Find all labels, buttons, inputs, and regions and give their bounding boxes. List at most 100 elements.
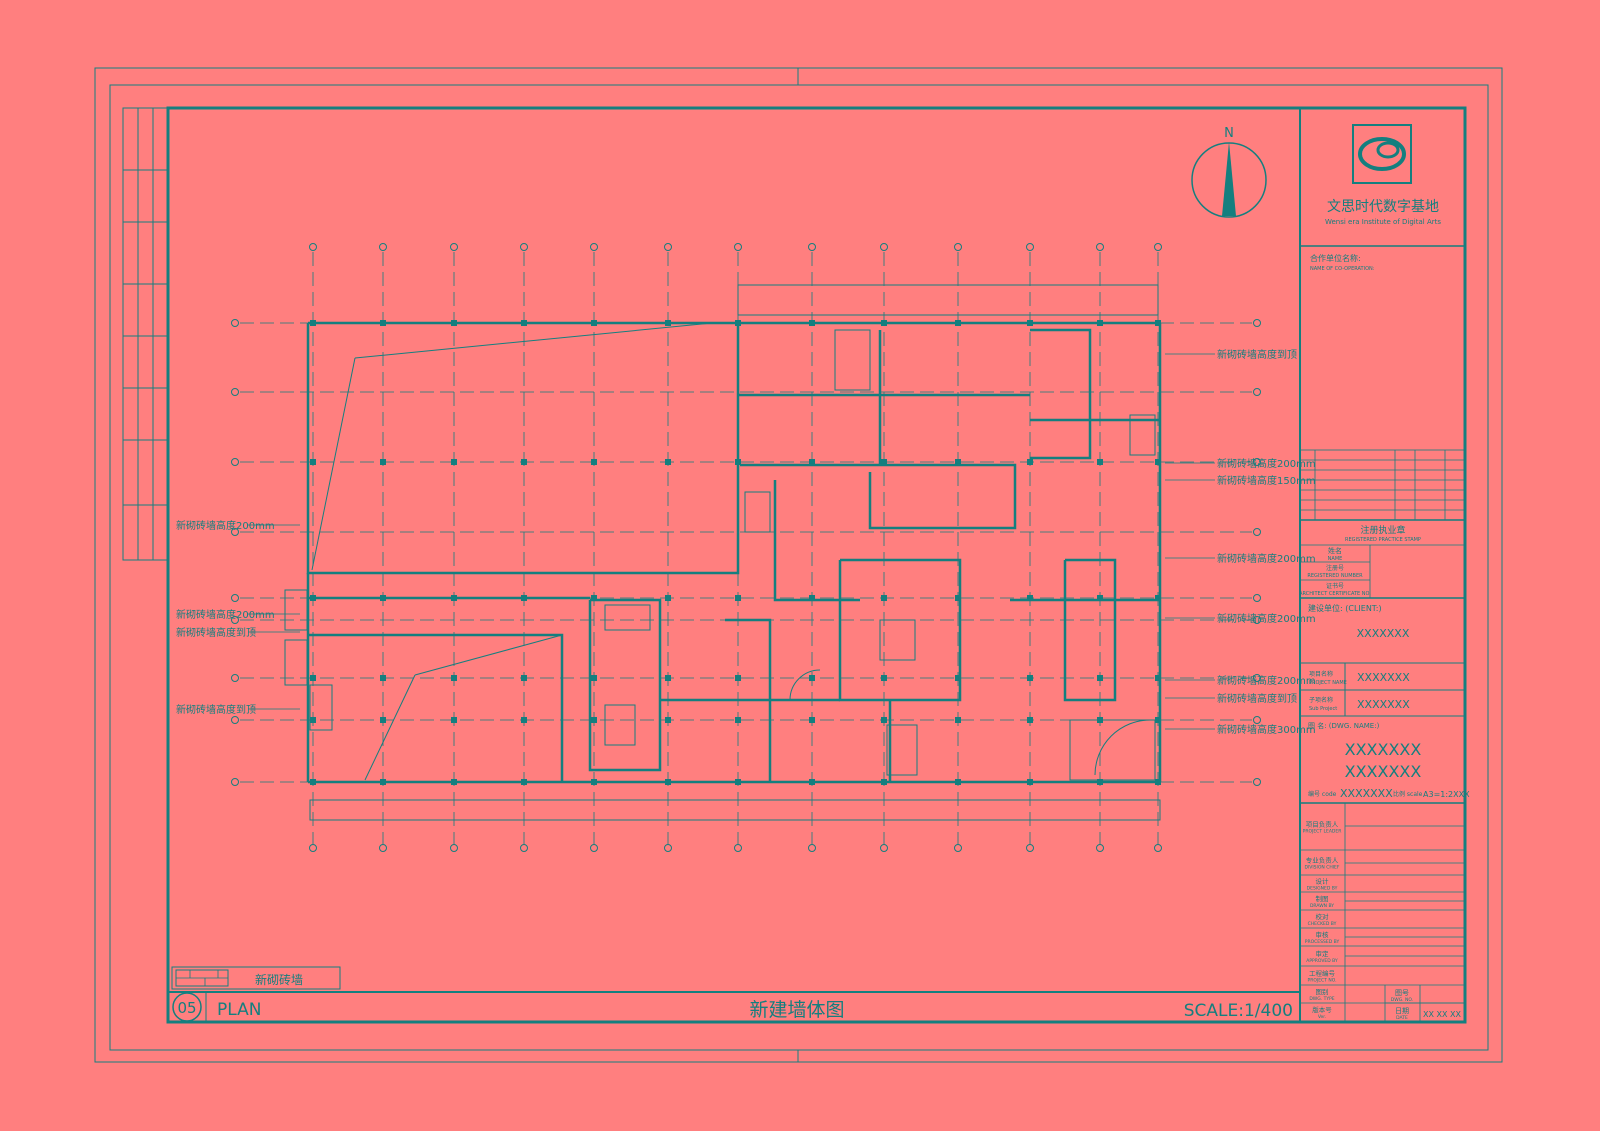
sub-project-value: XXXXXXX bbox=[1357, 698, 1410, 711]
grid-bubble bbox=[1154, 243, 1162, 251]
grid-bubble bbox=[1253, 616, 1261, 624]
role-label-en: DWG. TYPE bbox=[1309, 996, 1334, 1002]
client-label: 建设单位: (CLIENT:) bbox=[1308, 603, 1382, 613]
structural-column bbox=[1027, 459, 1033, 465]
structural-column bbox=[591, 675, 597, 681]
drawing-scale: SCALE:1/400 bbox=[1184, 1001, 1293, 1021]
role-label: 项目负责人 bbox=[1306, 820, 1339, 829]
legend: 新砌砖墙 bbox=[171, 966, 341, 990]
sheet-border bbox=[94, 67, 1503, 1063]
structural-column bbox=[451, 459, 457, 465]
north-arrow: N bbox=[1191, 126, 1267, 218]
structural-column bbox=[955, 459, 961, 465]
structural-column bbox=[591, 717, 597, 723]
role-label: 设计 bbox=[1316, 877, 1330, 886]
dwg-name-label: 图 名: (DWG. NAME:) bbox=[1308, 721, 1380, 730]
cert-label: 证书号 bbox=[1326, 582, 1344, 590]
structural-column bbox=[955, 717, 961, 723]
left-margin-table bbox=[122, 107, 169, 561]
grid-bubble bbox=[1026, 844, 1034, 852]
structural-column bbox=[1155, 717, 1161, 723]
project-label-en: PROJECT NAME bbox=[1309, 680, 1347, 686]
grid-bubble bbox=[231, 319, 239, 327]
wall-height-annotation: 新砌砖墙高度到顶 bbox=[1217, 692, 1297, 705]
structural-column bbox=[1155, 675, 1161, 681]
org-logo bbox=[1352, 124, 1412, 184]
role-label: 审定 bbox=[1316, 949, 1330, 958]
grid-bubble bbox=[1253, 319, 1261, 327]
role-label: 版本号 bbox=[1312, 1005, 1332, 1014]
wall-height-annotation: 新砌砖墙高度到顶 bbox=[1217, 348, 1297, 361]
grid-bubble bbox=[1096, 844, 1104, 852]
structural-column bbox=[1155, 595, 1161, 601]
scale-label: 比例 scale bbox=[1393, 790, 1423, 798]
structural-column bbox=[665, 675, 671, 681]
structural-column bbox=[665, 717, 671, 723]
grid-bubble bbox=[590, 243, 598, 251]
grid-bubble bbox=[1026, 243, 1034, 251]
grid-bubble bbox=[379, 243, 387, 251]
reg-label-en: REGISTERED NUMBER bbox=[1307, 573, 1363, 579]
structural-column bbox=[955, 675, 961, 681]
sub-project-label-en: Sub Project bbox=[1309, 706, 1337, 712]
scale-value: A3=1:2XXX bbox=[1423, 790, 1470, 799]
grid-bubble bbox=[734, 844, 742, 852]
structural-column bbox=[665, 459, 671, 465]
role-label: 图别 bbox=[1316, 987, 1329, 996]
structural-column bbox=[881, 459, 887, 465]
grid-bubble bbox=[309, 844, 317, 852]
grid-bubble bbox=[1253, 388, 1261, 396]
grid-bubble bbox=[808, 243, 816, 251]
structural-column bbox=[881, 595, 887, 601]
drawing-footer: 05 PLAN 新建墙体图 SCALE:1/400 bbox=[172, 992, 1293, 1022]
role-label-en: Ver. bbox=[1318, 1014, 1326, 1020]
grid-bubble bbox=[1253, 674, 1261, 682]
role-label-en: PROJECT NO. bbox=[1307, 978, 1336, 984]
grid-bubble bbox=[231, 528, 239, 536]
structural-column bbox=[310, 459, 316, 465]
coop-label-en: NAME OF CO-OPERATION: bbox=[1310, 266, 1375, 272]
grid-bubble bbox=[520, 243, 528, 251]
name-label: 姓名 bbox=[1328, 546, 1342, 555]
grid-bubble bbox=[954, 844, 962, 852]
structural-column bbox=[521, 675, 527, 681]
grid-bubble bbox=[1096, 243, 1104, 251]
structural-column bbox=[380, 717, 386, 723]
grid-bubble bbox=[1253, 458, 1261, 466]
structural-column bbox=[1027, 595, 1033, 601]
structural-column bbox=[310, 717, 316, 723]
grid-bubble bbox=[1253, 778, 1261, 786]
grid-bubble bbox=[880, 844, 888, 852]
role-label: 审核 bbox=[1316, 930, 1330, 939]
structural-column bbox=[809, 717, 815, 723]
name-label-en: NAME bbox=[1328, 556, 1343, 562]
role-label-en: PROCESSED BY bbox=[1305, 939, 1340, 945]
role-label-en: APPROVED BY bbox=[1306, 958, 1338, 964]
structural-column bbox=[451, 717, 457, 723]
structural-column bbox=[521, 717, 527, 723]
grid-bubble bbox=[231, 616, 239, 624]
project-label: 项目名称 bbox=[1309, 670, 1333, 678]
coop-label: 合作单位名称: bbox=[1310, 253, 1361, 263]
grid-bubble bbox=[231, 388, 239, 396]
sheet-no-label: 图号 bbox=[1395, 989, 1409, 997]
grid-bubble bbox=[231, 674, 239, 682]
sub-project-label: 子项名称 bbox=[1309, 696, 1333, 704]
structural-column bbox=[310, 675, 316, 681]
grid-bubble bbox=[808, 844, 816, 852]
structural-column bbox=[380, 459, 386, 465]
project-value: XXXXXXX bbox=[1357, 671, 1410, 684]
grid-bubble bbox=[734, 243, 742, 251]
structural-column bbox=[1027, 675, 1033, 681]
drawing-number: 05 bbox=[177, 999, 196, 1017]
structural-column bbox=[1097, 595, 1103, 601]
role-label-en: DESIGNED BY bbox=[1307, 886, 1338, 892]
role-label-en: CHECKED BY bbox=[1308, 921, 1337, 927]
structural-column bbox=[665, 595, 671, 601]
org-name-en: Wensi era Institute of Digital Arts bbox=[1325, 218, 1441, 226]
structural-column bbox=[809, 595, 815, 601]
wall-height-annotation: 新砌砖墙高度200mm bbox=[1217, 674, 1316, 687]
grid-bubble bbox=[590, 844, 598, 852]
wall-height-annotation: 新砌砖墙高度200mm bbox=[1217, 612, 1316, 625]
